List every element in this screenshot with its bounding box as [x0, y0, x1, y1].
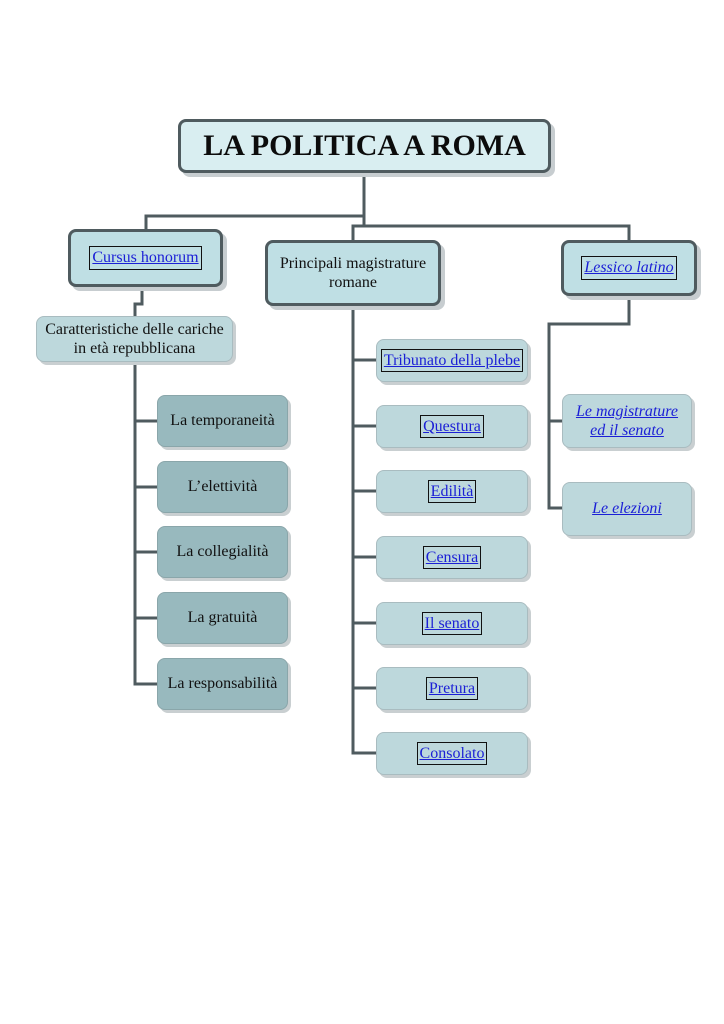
magistratura-item[interactable]: Questura: [376, 405, 528, 448]
caratteristiche-cariche-label: Caratteristiche delle cariche in età rep…: [45, 320, 224, 357]
characteristic-label: La collegialità: [176, 543, 269, 561]
magistratura-item[interactable]: Censura: [376, 536, 528, 579]
magistratura-link[interactable]: Pretura: [425, 676, 479, 701]
principali-magistrature-box: Principali magistrature romane: [265, 240, 441, 306]
magistratura-item[interactable]: Consolato: [376, 732, 528, 775]
lessico-link[interactable]: Le magistrature ed il senato: [575, 402, 679, 439]
principali-magistrature-label: Principali magistrature romane: [279, 254, 427, 291]
characteristic-item: La gratuità: [157, 592, 288, 644]
lessico-item[interactable]: Le elezioni: [562, 482, 692, 536]
characteristic-label: La gratuità: [187, 609, 258, 627]
magistratura-link[interactable]: Censura: [422, 545, 482, 570]
magistratura-item[interactable]: Tribunato della plebe: [376, 339, 528, 382]
characteristic-label: L’elettività: [187, 478, 258, 496]
cursus-honorum-link[interactable]: Cursus honorum: [89, 246, 202, 270]
magistratura-item[interactable]: Il senato: [376, 602, 528, 645]
main-title: LA POLITICA A ROMA: [203, 129, 526, 162]
lessico-link[interactable]: Le elezioni: [592, 500, 662, 518]
lessico-latino-box[interactable]: Lessico latino: [561, 240, 697, 296]
characteristic-item: La collegialità: [157, 526, 288, 578]
cursus-honorum-box[interactable]: Cursus honorum: [68, 229, 223, 287]
characteristic-item: La temporaneità: [157, 395, 288, 447]
characteristic-label: La responsabilità: [167, 675, 278, 693]
magistratura-link[interactable]: Questura: [420, 414, 484, 439]
magistratura-item[interactable]: Pretura: [376, 667, 528, 710]
magistratura-link[interactable]: Tribunato della plebe: [380, 348, 524, 373]
magistratura-link[interactable]: Il senato: [421, 611, 483, 636]
magistratura-item[interactable]: Edilità: [376, 470, 528, 513]
characteristic-item: La responsabilità: [157, 658, 288, 710]
magistratura-link[interactable]: Consolato: [416, 741, 488, 766]
main-title-box: LA POLITICA A ROMA: [178, 119, 551, 173]
magistratura-link[interactable]: Edilità: [427, 479, 477, 504]
caratteristiche-cariche-box: Caratteristiche delle cariche in età rep…: [36, 316, 233, 362]
characteristic-item: L’elettività: [157, 461, 288, 513]
lessico-item[interactable]: Le magistrature ed il senato: [562, 394, 692, 448]
characteristic-label: La temporaneità: [170, 412, 275, 430]
lessico-latino-link[interactable]: Lessico latino: [581, 256, 677, 280]
